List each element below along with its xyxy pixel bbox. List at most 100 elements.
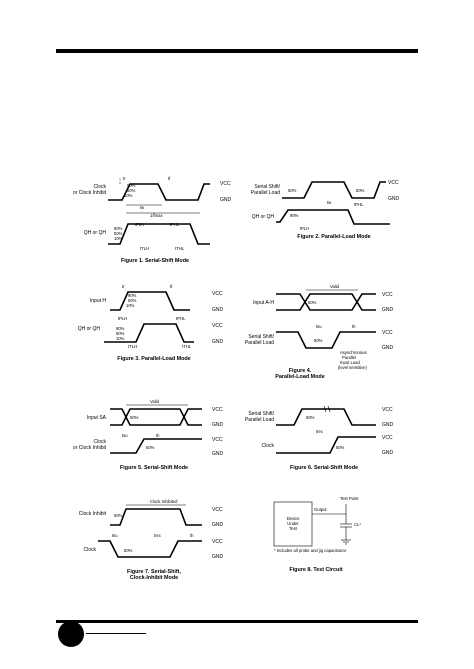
figure-1-caption: Figure 1. Serial-Shift Mode <box>121 258 189 264</box>
page-marker-icon <box>58 621 84 647</box>
footer-rule <box>56 620 418 623</box>
figure-label: Test Point <box>340 496 359 501</box>
figure-label: GND <box>212 339 224 345</box>
figure-label: Device <box>287 516 300 521</box>
figure-label: VCC <box>382 407 393 413</box>
figure-3-parallel-load-timing: Input H tr tf 90% 50% 10% VCC GND tPLH t… <box>78 284 224 362</box>
signal-waveform <box>276 293 376 311</box>
figure-label: trec <box>154 533 161 538</box>
figure-label: Figure 3. Parallel-Load Mode <box>117 356 190 362</box>
figure-label: VCC <box>382 435 393 441</box>
figure-label: GND <box>382 450 394 456</box>
figure-label: VCC <box>212 507 223 513</box>
figure-7-serial-shift-clock-inhibit: Clock Inhibited Clock Inhibit 50% VCC GN… <box>79 499 224 581</box>
figure-label: tf <box>170 284 173 289</box>
figure-label: tsu <box>316 324 322 329</box>
figure-label: Clock <box>261 443 274 449</box>
gnd-label: GND <box>220 197 232 203</box>
figure-label: or Clock Inhibit <box>73 445 107 451</box>
figure-label: GND <box>212 522 224 528</box>
figure-label: 10% <box>126 303 135 308</box>
signal-waveform <box>276 331 376 349</box>
figure-label: Serial Shift/ <box>248 411 274 417</box>
figure-label: Parallel <box>342 355 356 360</box>
figure-label: tTHL <box>182 344 192 349</box>
figure-label: GND <box>212 422 224 428</box>
figure-label: VCC <box>382 330 393 336</box>
figure-label: Clock <box>83 547 96 553</box>
device-under-test-box <box>273 501 313 547</box>
figure-label: VCC <box>382 292 393 298</box>
figure-label: QH or QH <box>252 214 275 220</box>
figure-label: Figure 6. Serial-Shift Mode <box>290 465 358 471</box>
figure-label: Parallel-Load Mode <box>275 374 324 380</box>
figure-label: Serial Shift/ <box>254 184 280 190</box>
signal-waveform <box>276 293 376 311</box>
figure-label: VCC <box>212 323 223 329</box>
figure-2-parallel-load-timing: Serial Shift/ Parallel Load 50% 50% tw t… <box>251 180 400 240</box>
figure-label: 50% <box>128 298 137 303</box>
figure-label: 50% <box>336 445 345 450</box>
figure-label: VCC <box>212 539 223 545</box>
figure-label: Asynchronous <box>340 350 367 355</box>
timing-marker <box>327 405 331 413</box>
figure-label: VCC <box>212 291 223 297</box>
figure-label: Serial Shift/ <box>248 334 274 340</box>
figure-label: GND <box>382 307 394 313</box>
figure-label: th <box>156 433 160 438</box>
figure-label: Parallel Load <box>251 190 280 196</box>
figure-label: GND <box>212 451 224 457</box>
figure-label: 90% <box>128 293 137 298</box>
output-waveform <box>108 223 210 245</box>
figure-label: 50% <box>288 188 297 193</box>
output-label: QH or QH <box>84 230 107 236</box>
figure-label: tTLH <box>128 344 137 349</box>
figure-label: tTHL <box>175 246 185 251</box>
figure-label: Input A-H <box>253 300 274 306</box>
clock-waveform <box>108 183 210 201</box>
signal-waveform <box>276 408 376 426</box>
figure-label: Input H <box>90 298 107 304</box>
figure-label: Parallel Load <box>245 340 274 346</box>
figure-label: tPHL <box>354 202 364 207</box>
figure-label: Figure 5. Serial-Shift Mode <box>120 465 188 471</box>
signal-waveform <box>110 508 202 526</box>
figure-label: Parallel Load <box>245 417 274 423</box>
figure-label: Input SA <box>87 415 107 421</box>
figure-label: Figure 8. Test Circuit <box>289 567 342 573</box>
figure-label: th <box>352 324 356 329</box>
figure-label: GND <box>382 422 394 428</box>
figure-label: VCC <box>212 437 223 443</box>
signal-waveform <box>110 408 202 426</box>
header-rule <box>56 49 418 53</box>
figure-label: 90% <box>127 183 136 188</box>
figure-label: 50% <box>116 331 125 336</box>
figure-label: 50% <box>114 231 123 236</box>
signal-waveform <box>110 438 202 454</box>
figure-label: GND <box>212 554 224 560</box>
signal-waveform <box>110 408 202 426</box>
figure-label: 90% <box>114 226 123 231</box>
figure-label: 50% <box>308 300 317 305</box>
clock-inhibit-label: or Clock Inhibit <box>73 190 107 196</box>
footer-line <box>86 633 146 634</box>
figure-label: Valid <box>330 284 340 289</box>
signal-waveform <box>104 323 194 343</box>
figure-label: 50% <box>306 415 315 420</box>
figure-label: CL* <box>354 522 361 527</box>
figure-label: tw <box>140 205 145 210</box>
figure-label: Valid <box>150 399 160 404</box>
tf-label: tf <box>168 176 171 181</box>
figure-label: (level sensitive) <box>338 365 367 370</box>
figure-label: GND <box>388 196 400 202</box>
signal-waveform <box>276 436 376 454</box>
figure-label: tsu <box>122 433 128 438</box>
figure-label: 50% <box>356 188 365 193</box>
figure-6-serial-shift-timing: Serial Shift/ Parallel Load 50% VCC GND … <box>245 405 394 471</box>
figure-label: 10% <box>116 336 125 341</box>
figure-label: tr <box>122 284 125 289</box>
figure-label: Clock-Inhibit Mode <box>130 575 178 581</box>
figure-label: 90% <box>116 326 125 331</box>
figure-label: Clock <box>93 439 106 445</box>
figure-label: 50% <box>314 338 323 343</box>
